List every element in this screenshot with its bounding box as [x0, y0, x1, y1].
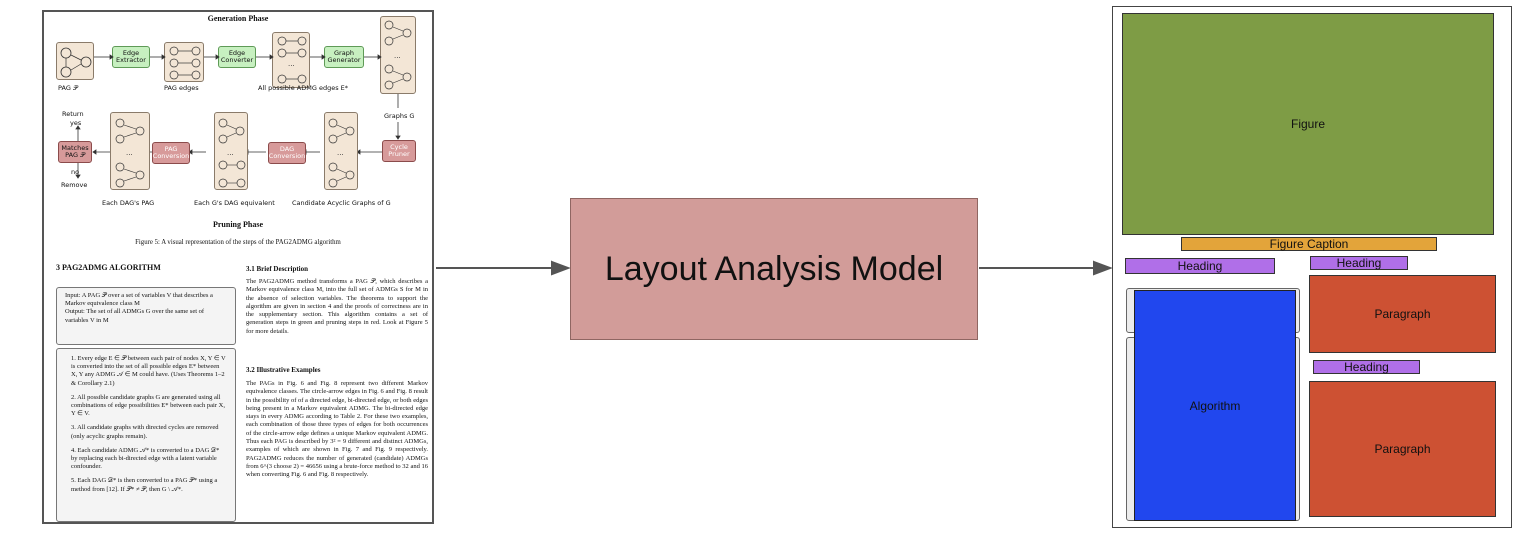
- edge-extractor-box: Edge Extractor: [112, 46, 150, 68]
- paragraph-region-bottom: Paragraph: [1309, 381, 1496, 517]
- model-label: Layout Analysis Model: [604, 249, 944, 288]
- graphs-g-icon: ...: [384, 20, 412, 90]
- dag-conversion-box: DAG Conversion: [268, 142, 306, 164]
- algorithm-output: Output: The set of all ADMGs G over the …: [65, 308, 205, 324]
- graphs-g-node: ...: [380, 16, 416, 94]
- svg-text:...: ...: [227, 148, 234, 157]
- arrow-to-layout-icon: [1093, 260, 1113, 276]
- layout-result-page: Figure Figure Caption Heading Heading Al…: [1112, 6, 1512, 528]
- layout-analysis-model-box: Layout Analysis Model: [570, 198, 978, 340]
- svg-text:...: ...: [337, 148, 344, 157]
- remove-label: Remove: [61, 181, 88, 189]
- dag-equivalent-node: ...: [214, 112, 248, 190]
- generation-phase-title: Generation Phase: [207, 14, 269, 23]
- section-3-2-heading: 3.2 Illustrative Examples: [246, 366, 321, 374]
- figure-region: Figure: [1122, 13, 1494, 235]
- algorithm-step-4: 4. Each candidate ADMG 𝒜* is converted t…: [71, 446, 220, 471]
- candidate-acyclic-node: ...: [324, 112, 358, 190]
- algorithm-io-box: Input: A PAG 𝒫 over a set of variables V…: [56, 287, 236, 345]
- algorithm-step-2: 2. All possible candidate graphs G are g…: [71, 393, 225, 418]
- each-g-dag-label: Each G's DAG equivalent: [194, 199, 275, 207]
- paragraph-region-top: Paragraph: [1309, 275, 1496, 353]
- document-page: Generation Phase Edge Extractor Edge Con…: [42, 10, 434, 524]
- candidate-acyclic-icon: ...: [328, 118, 355, 188]
- graphs-g-label: Graphs G: [384, 112, 415, 120]
- admg-edges-icon: ...: [277, 36, 307, 84]
- pag-edges-icon: [169, 46, 201, 80]
- heading-region-right-mid: Heading: [1313, 360, 1420, 374]
- pag-graph-icon: [60, 47, 92, 78]
- algorithm-step-5: 5. Each DAG 𝒟* is then converted to a PA…: [71, 477, 218, 493]
- figure-caption-text: Figure 5: A visual representation of the…: [135, 239, 341, 246]
- section-3-1-paragraph: The PAG2ADMG method transforms a PAG 𝒫, …: [246, 278, 428, 335]
- pag-edges-node: [164, 42, 204, 82]
- svg-text:...: ...: [394, 51, 401, 60]
- section-3-1-heading: 3.1 Brief Description: [246, 265, 309, 273]
- heading-region-right-top: Heading: [1310, 256, 1408, 270]
- admg-edges-label: All possible ADMG edges E*: [258, 84, 349, 92]
- cycle-pruner-box: Cycle Pruner: [382, 140, 416, 162]
- no-label: no: [71, 168, 80, 176]
- algorithm-steps-box: 1. Every edge E ∈ 𝒫 between each pair of…: [56, 348, 236, 522]
- algorithm-step-1: 1. Every edge E ∈ 𝒫 between each pair of…: [71, 355, 226, 387]
- arrow-to-model-icon: [551, 260, 571, 276]
- candidate-acyclic-label: Candidate Acyclic Graphs of G: [292, 199, 391, 207]
- pag-edges-label: PAG edges: [164, 84, 199, 92]
- dag-equivalent-icon: ...: [218, 118, 246, 188]
- each-dag-pag-node: ...: [110, 112, 150, 190]
- pag-label: PAG 𝒫: [58, 84, 78, 92]
- yes-label: yes: [70, 119, 82, 127]
- pag-conversion-box: PAG Conversion: [152, 142, 190, 164]
- section-3-2-paragraph: The PAGs in Fig. 6 and Fig. 8 represent …: [246, 380, 428, 479]
- each-dag-pag-icon: ...: [115, 118, 145, 188]
- admg-edges-node: ...: [272, 32, 310, 88]
- svg-text:...: ...: [288, 59, 295, 68]
- algorithm-input: Input: A PAG 𝒫 over a set of variables V…: [65, 292, 213, 308]
- heading-region-left: Heading: [1125, 258, 1275, 274]
- return-label: Return: [62, 110, 84, 118]
- figure-caption-region: Figure Caption: [1181, 237, 1437, 251]
- matches-pag-box: Matches PAG 𝒫: [58, 141, 92, 163]
- section-3-heading: 3 PAG2ADMG ALGORITHM: [56, 263, 161, 272]
- graph-generator-box: Graph Generator: [324, 46, 364, 68]
- pruning-phase-title: Pruning Phase: [212, 220, 263, 229]
- pag-graph-node: [56, 42, 94, 80]
- algorithm-step-3: 3. All candidate graphs with directed cy…: [71, 424, 219, 440]
- svg-text:...: ...: [126, 148, 133, 157]
- each-dag-pag-label: Each DAG's PAG: [102, 199, 155, 207]
- algorithm-region: Algorithm: [1134, 290, 1296, 521]
